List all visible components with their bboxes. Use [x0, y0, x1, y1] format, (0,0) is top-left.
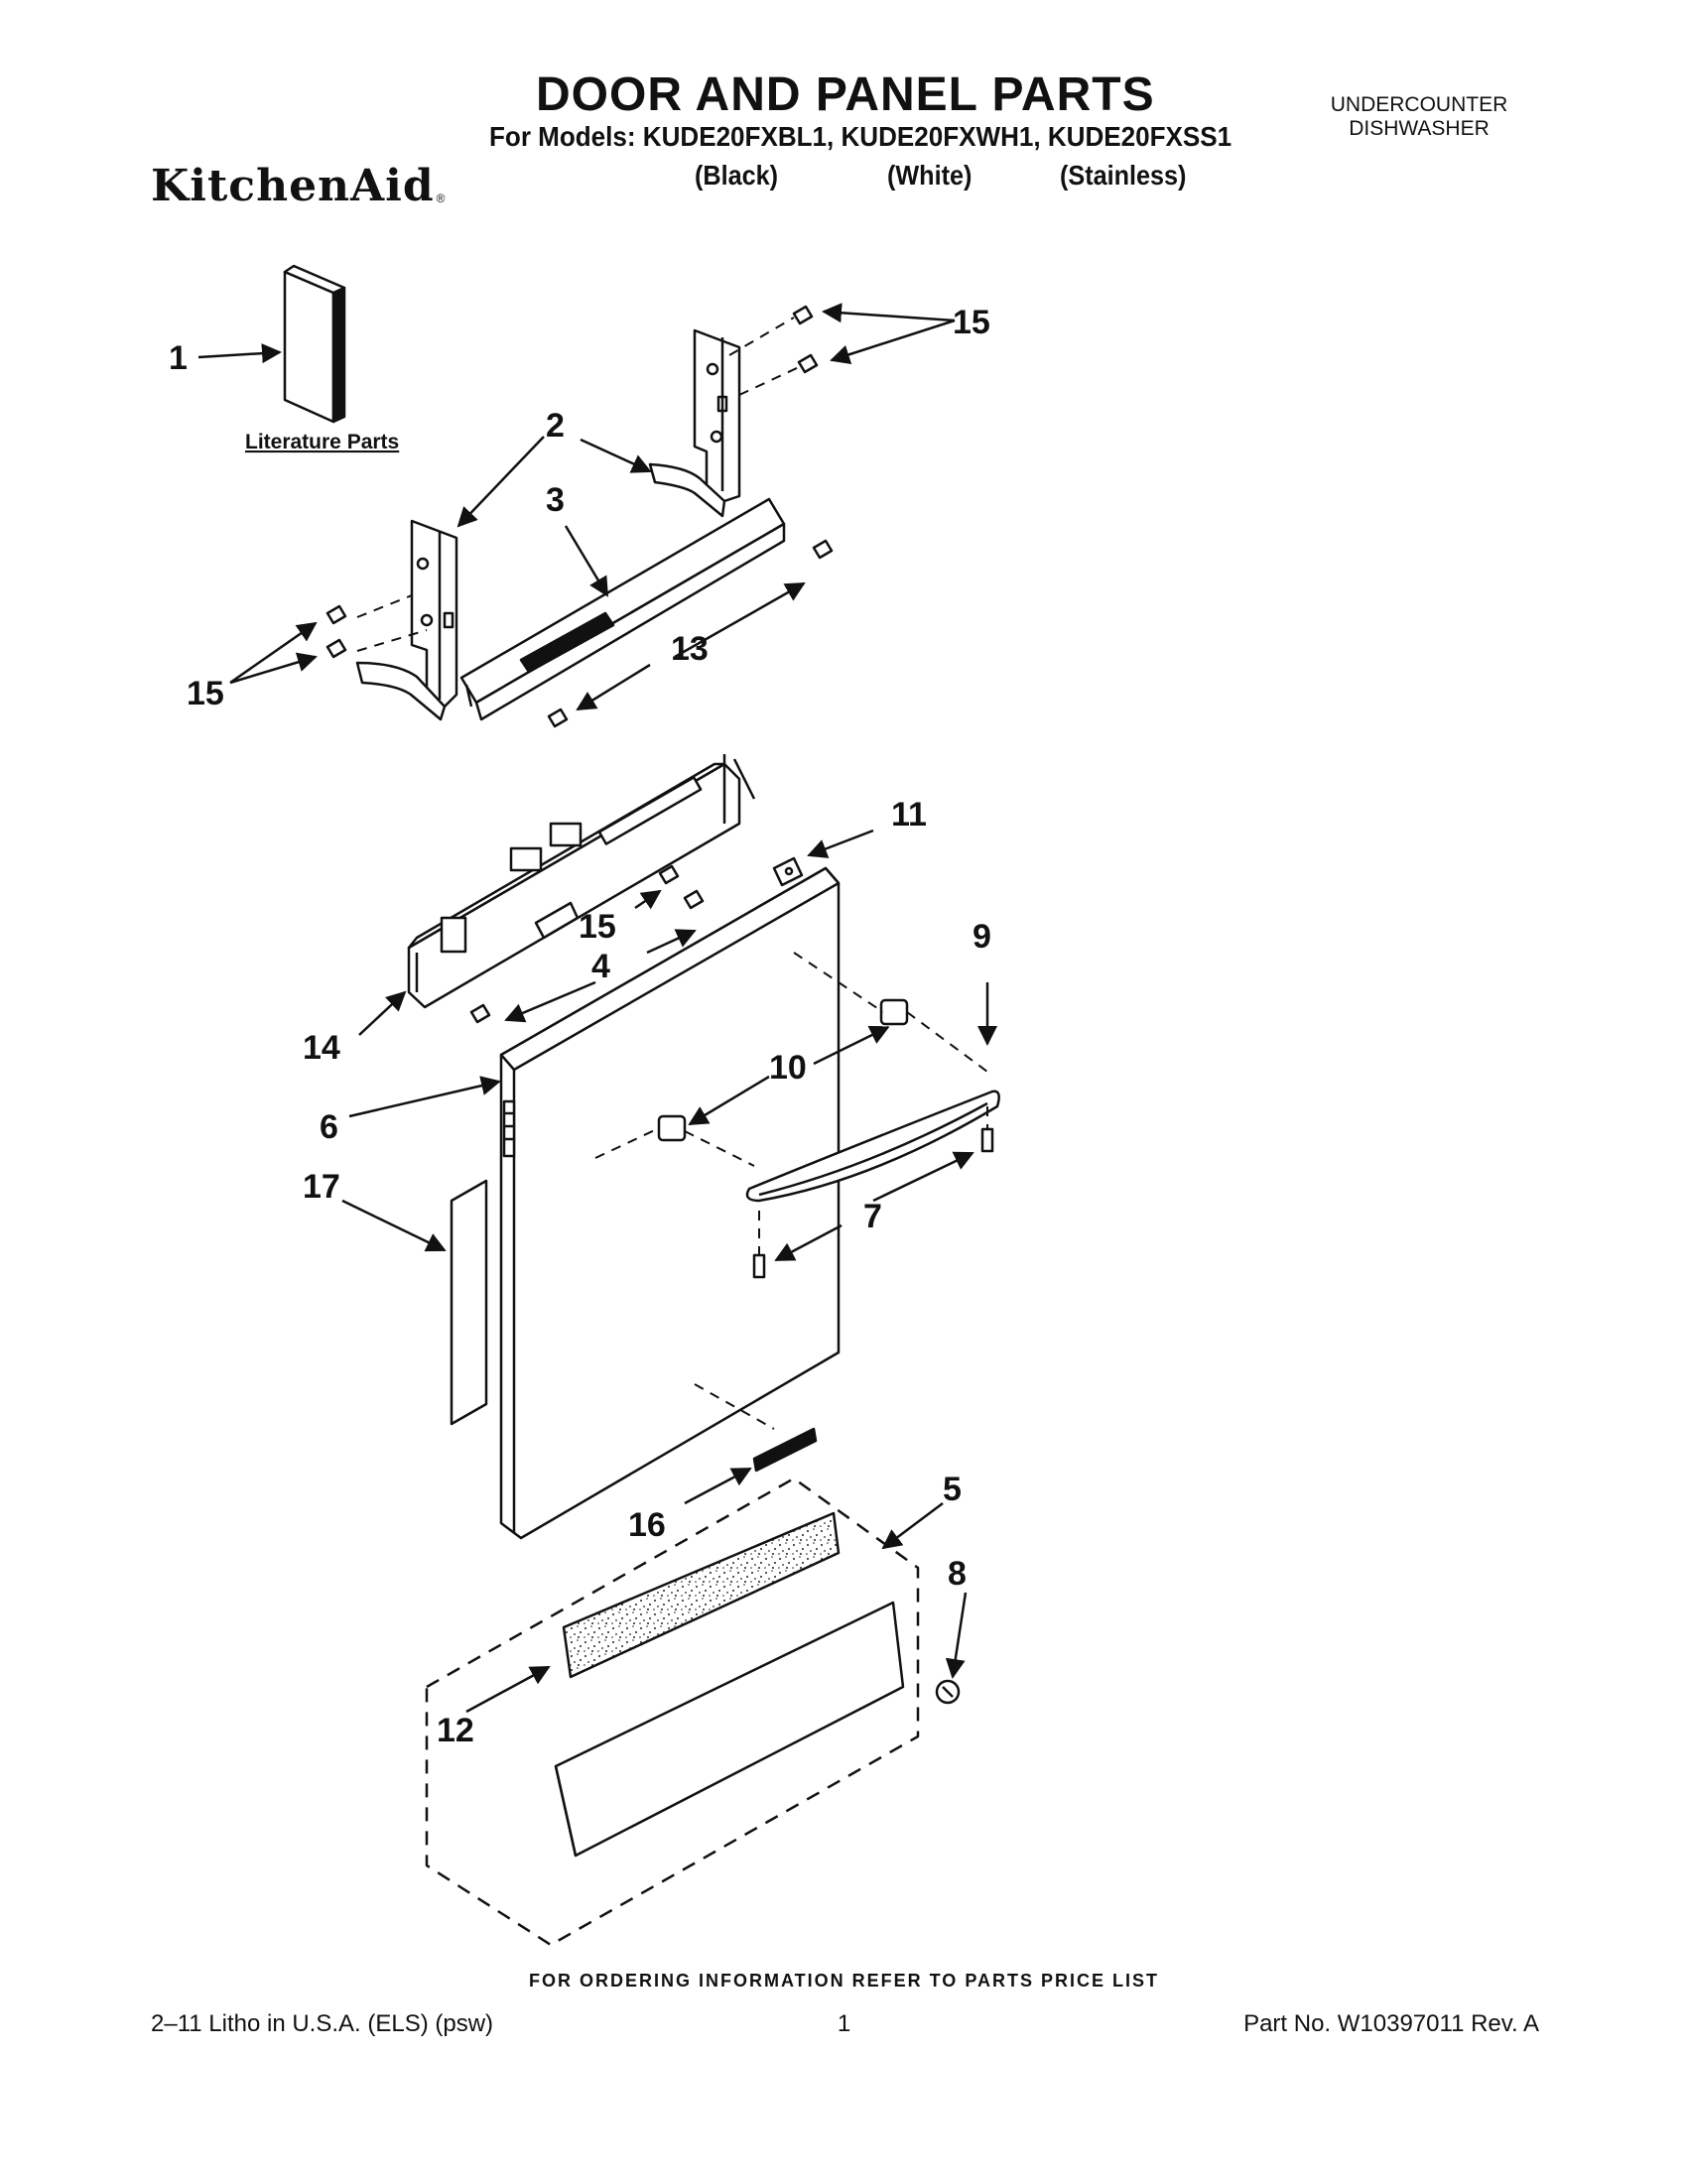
ordering-note: FOR ORDERING INFORMATION REFER TO PARTS … — [528, 1971, 1159, 1991]
leader-arrows — [197, 303, 997, 1714]
callout-2: 2 — [546, 407, 565, 445]
callout-14: 14 — [303, 1029, 340, 1067]
callout-3: 3 — [546, 481, 565, 519]
callout-16: 16 — [628, 1506, 666, 1544]
kickplate-assembly — [425, 1477, 920, 1947]
callout-15-top: 15 — [953, 304, 990, 341]
registered-mark: ® — [436, 192, 446, 205]
brand-name: KitchenAid — [151, 161, 435, 211]
callout-5: 5 — [943, 1471, 962, 1508]
callout-6: 6 — [320, 1108, 338, 1146]
hinge-bracket-left — [355, 519, 458, 721]
callout-15-left: 15 — [187, 675, 224, 712]
handle-end-caps — [657, 998, 909, 1142]
category-line-2: DISHWASHER — [1349, 117, 1490, 140]
callout-7: 7 — [863, 1198, 882, 1235]
callout-13: 13 — [671, 630, 709, 668]
logo-badge — [752, 1427, 818, 1473]
callout-11: 11 — [891, 796, 927, 834]
litho-info: 2–11 Litho in U.S.A. (ELS) (psw) — [151, 2010, 494, 2037]
callout-10: 10 — [769, 1049, 807, 1087]
appliance-category: UNDERCOUNTER DISHWASHER — [1300, 93, 1538, 141]
literature-booklet — [283, 264, 346, 424]
callout-8: 8 — [948, 1555, 967, 1593]
model-list: For Models: KUDE20FXBL1, KUDE20FXWH1, KU… — [489, 121, 1233, 152]
brand-logo: KitchenAid® — [151, 161, 446, 211]
callout-numbers: 1 Literature Parts 2 3 15 15 13 11 15 4 … — [169, 304, 991, 1749]
literature-parts-label: Literature Parts — [245, 431, 399, 453]
variant-stainless: (Stainless) — [1060, 160, 1187, 191]
callout-4: 4 — [591, 948, 610, 985]
part-number: Part No. W10397011 Rev. A — [1243, 2010, 1539, 2037]
outer-door-panel — [499, 866, 841, 1540]
callout-17: 17 — [303, 1168, 340, 1206]
control-panel-assembly — [407, 754, 756, 1009]
callout-9: 9 — [973, 918, 991, 956]
door-handle — [745, 1090, 1000, 1203]
hinge-bracket-right — [648, 328, 741, 518]
callout-1: 1 — [169, 339, 188, 377]
screws — [325, 305, 834, 1024]
latch-plate — [772, 856, 804, 887]
page-number: 1 — [837, 2010, 851, 2037]
page-title: DOOR AND PANEL PARTS — [536, 68, 1155, 121]
variant-black: (Black) — [695, 160, 779, 191]
variant-white: (White) — [887, 160, 973, 191]
category-line-1: UNDERCOUNTER — [1330, 93, 1508, 116]
access-panel-strip — [459, 497, 786, 721]
insulation-sheet — [450, 1179, 488, 1426]
callout-15-middle: 15 — [579, 908, 616, 946]
callout-12: 12 — [437, 1712, 474, 1749]
assembly-guides — [356, 317, 988, 1430]
kickplate-screw — [935, 1679, 961, 1705]
